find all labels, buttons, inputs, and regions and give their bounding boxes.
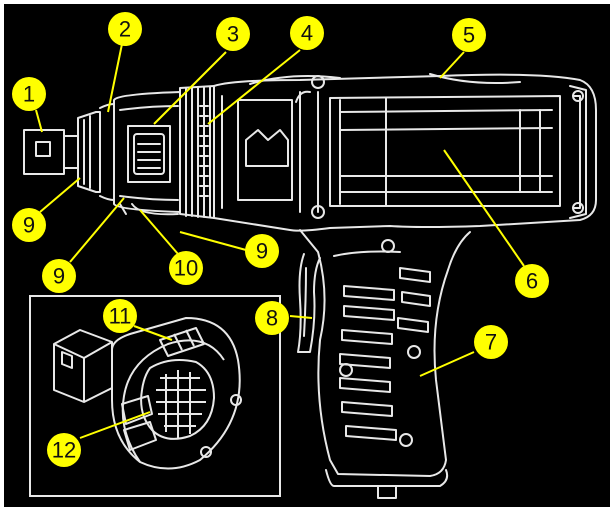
leader-lines xyxy=(35,43,525,439)
leader-9c xyxy=(179,231,247,251)
leader-2 xyxy=(107,43,123,113)
leader-9b xyxy=(69,197,125,263)
callout-6: 6 xyxy=(515,264,549,298)
leader-12 xyxy=(79,411,151,439)
callout-label: 8 xyxy=(266,306,278,331)
lower-bell-detail xyxy=(119,203,179,216)
callout-label: 2 xyxy=(119,17,131,42)
leader-6 xyxy=(443,149,525,267)
leader-1 xyxy=(35,109,43,133)
callout-label: 10 xyxy=(174,256,198,281)
callout-label: 3 xyxy=(227,22,239,47)
callout-9-housing: 9 xyxy=(245,234,279,268)
callout-label: 7 xyxy=(485,330,497,355)
leader-7 xyxy=(419,351,475,377)
callout-4: 4 xyxy=(290,16,324,50)
callout-9-nose: 9 xyxy=(12,208,46,242)
callout-1: 1 xyxy=(12,77,46,111)
callout-2: 2 xyxy=(108,12,142,46)
leader-5 xyxy=(439,51,465,79)
callout-8: 8 xyxy=(255,301,289,335)
callout-3: 3 xyxy=(216,17,250,51)
callouts: 1 2 3 4 5 6 7 8 xyxy=(12,12,549,467)
motor-housing xyxy=(213,73,597,232)
callout-10: 10 xyxy=(169,251,203,285)
callout-label: 12 xyxy=(52,438,76,463)
leader-4 xyxy=(207,49,301,125)
callout-label: 6 xyxy=(526,269,538,294)
leader-10 xyxy=(139,209,179,255)
callout-11: 11 xyxy=(103,299,137,333)
leader-9a xyxy=(39,177,81,213)
inset-clutch-drawing xyxy=(53,317,242,470)
callout-label: 9 xyxy=(53,264,65,289)
trigger xyxy=(297,253,321,353)
callout-5: 5 xyxy=(452,18,486,52)
callout-label: 5 xyxy=(463,23,475,48)
callout-12: 12 xyxy=(47,433,81,467)
handle-grip xyxy=(299,229,471,499)
callout-label: 9 xyxy=(23,213,35,238)
callout-label: 4 xyxy=(301,21,313,46)
leader-3 xyxy=(153,51,227,125)
callout-7: 7 xyxy=(474,325,508,359)
callout-label: 1 xyxy=(23,82,35,107)
leader-11 xyxy=(133,325,173,341)
callout-label: 11 xyxy=(109,304,132,329)
leader-8 xyxy=(289,315,313,319)
impact-wrench-drawing xyxy=(23,73,597,499)
callout-9-bell: 9 xyxy=(42,259,76,293)
callout-label: 9 xyxy=(256,239,268,264)
